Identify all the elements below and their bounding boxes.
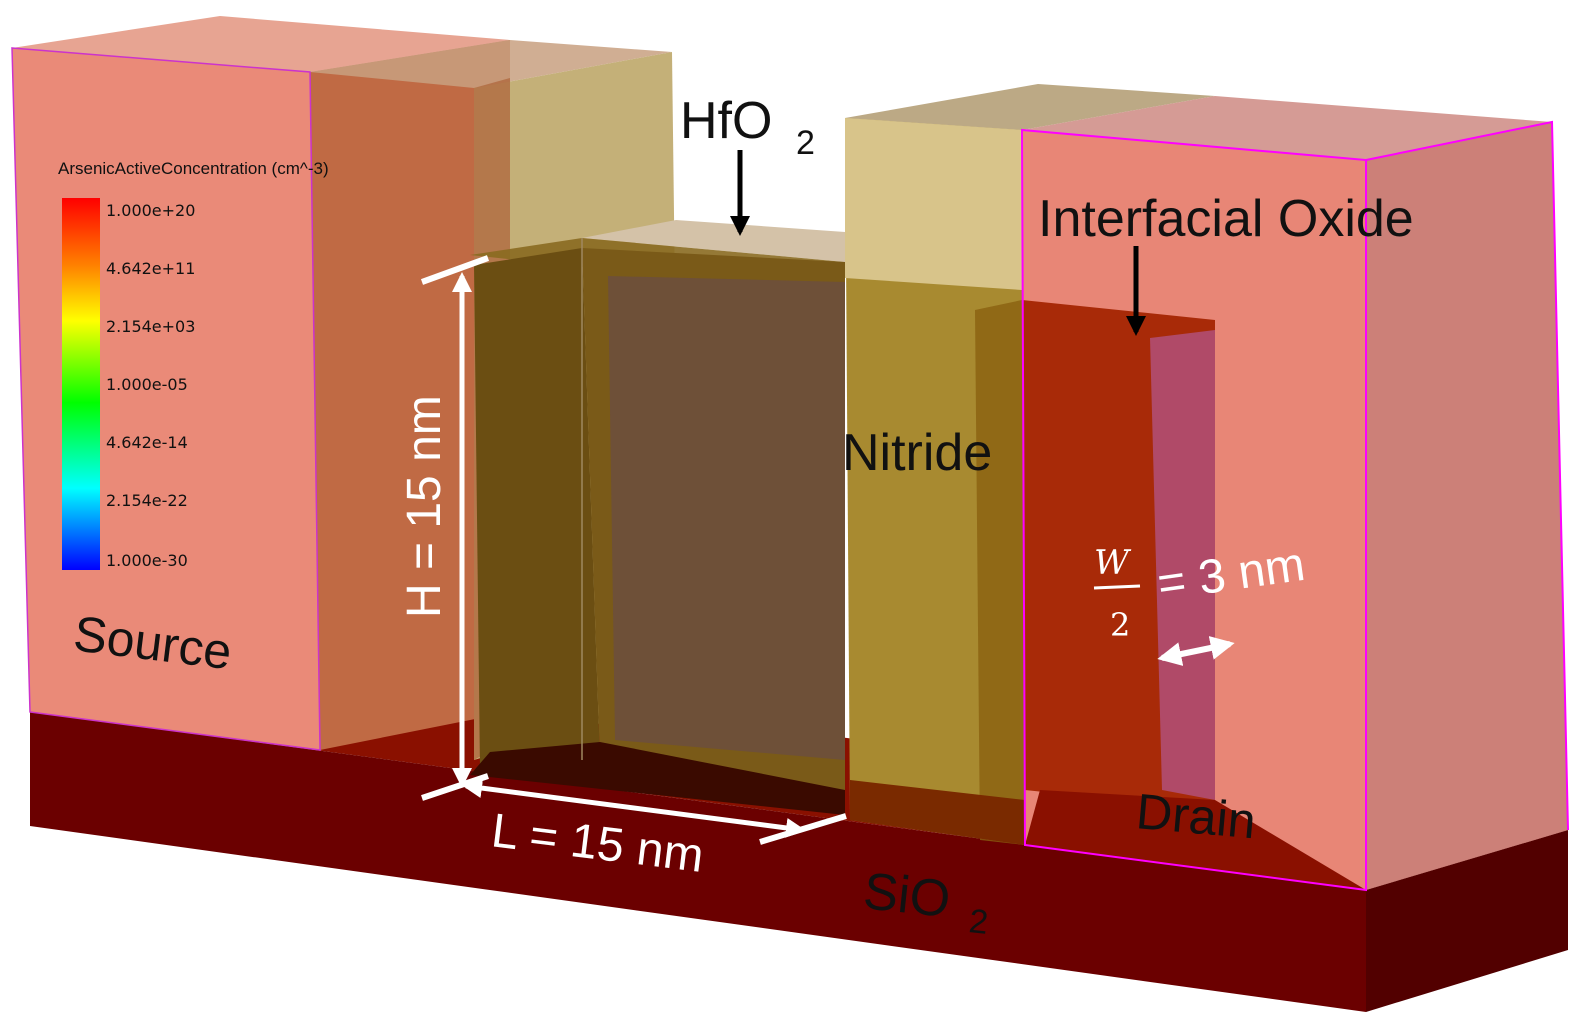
colorbar-tick: 1.000e-30 (106, 551, 188, 570)
colorbar-gradient (62, 198, 100, 570)
interfacial-oxide-label: Interfacial Oxide (1038, 190, 1414, 248)
colorbar-title: ArsenicActiveConcentration (cm^-3) (58, 159, 329, 178)
width-fraction-bar (1093, 584, 1141, 590)
nitride-label: Nitride (842, 424, 992, 482)
drain-block (1020, 96, 1569, 892)
colorbar-tick: 4.642e+11 (106, 259, 195, 278)
colorbar-tick: 2.154e+03 (106, 317, 195, 336)
drain-label: Drain (1134, 783, 1258, 849)
length-arrow (462, 778, 806, 838)
nitride-spacer-right (845, 84, 1215, 845)
gate-stack (470, 220, 845, 815)
colorbar-tick: 2.154e-22 (106, 491, 188, 510)
colorbar-tick: 4.642e-14 (106, 433, 188, 452)
hfo2-subscript: 2 (796, 124, 815, 162)
width-fraction-denominator: 2 (1110, 606, 1130, 644)
width-arrow (1157, 636, 1235, 666)
sio2-subscript: 2 (967, 902, 990, 942)
colorbar-ticks: 1.000e+20 4.642e+11 2.154e+03 1.000e-05 … (106, 201, 195, 570)
hfo2-label: HfO 2 (680, 92, 815, 162)
sio2-text: SiO (861, 862, 953, 929)
sio2-label: SiO 2 (861, 862, 990, 942)
colorbar-tick: 1.000e+20 (106, 201, 195, 220)
width-fraction-numerator: W (1094, 543, 1132, 583)
colorbar: ArsenicActiveConcentration (cm^-3) 1.000… (58, 159, 329, 570)
height-label: H = 15 nm (398, 395, 451, 618)
hfo2-text: HfO (680, 92, 772, 150)
colorbar-tick: 1.000e-05 (106, 375, 188, 394)
height-dimension: H = 15 nm (398, 255, 490, 801)
